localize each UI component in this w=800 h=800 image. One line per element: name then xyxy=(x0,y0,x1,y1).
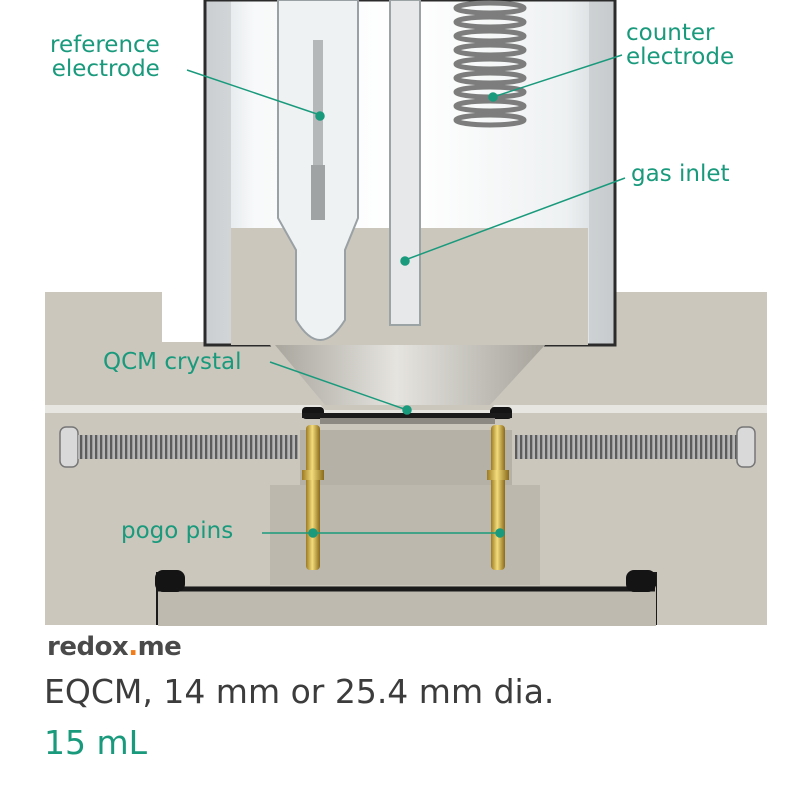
brand-logo-prefix: redox xyxy=(47,632,129,662)
qcm-crystal-label: QCM crystal xyxy=(103,349,242,375)
qcm-crystal xyxy=(302,413,512,424)
product-description: EQCM, 14 mm or 25.4 mm dia. xyxy=(44,672,555,711)
leader-lines xyxy=(186,54,626,538)
brand-logo: redox.me xyxy=(47,632,182,666)
reference-electrode xyxy=(277,0,359,341)
eqcm-cell-cross-section xyxy=(45,0,767,626)
thumb-screw-left xyxy=(59,426,298,468)
gas-inlet-tube xyxy=(389,0,421,326)
volume-spec: 15 mL xyxy=(44,723,148,762)
brand-logo-suffix: me xyxy=(137,632,182,662)
thumb-screw-right xyxy=(515,426,756,468)
counter-electrode-coil xyxy=(453,0,527,128)
brand-logo-dot: . xyxy=(128,632,138,662)
reference-electrode-label: reference electrode xyxy=(50,32,160,82)
counter-electrode-label: counter electrode xyxy=(626,20,735,70)
gas-inlet-label: gas inlet xyxy=(631,161,730,187)
pogo-pins-label: pogo pins xyxy=(121,518,234,544)
